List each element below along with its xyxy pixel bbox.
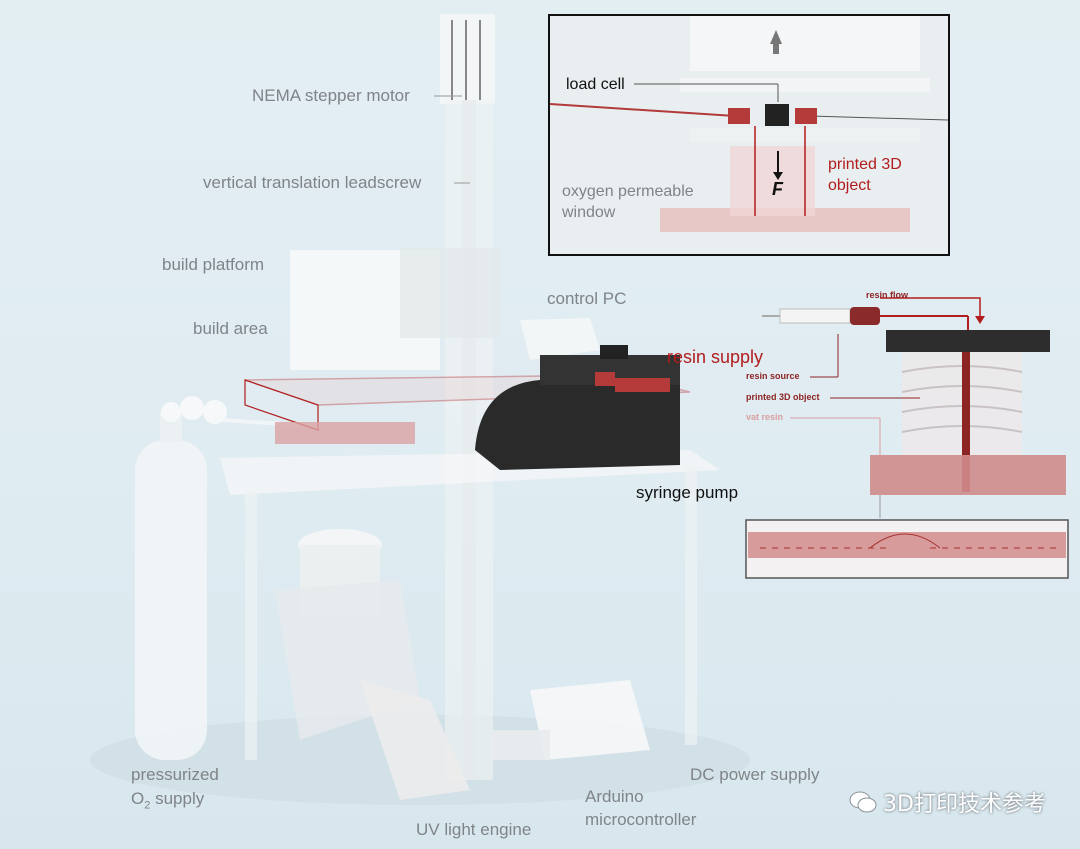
resin-flow-label: resin flow xyxy=(866,290,909,300)
load-cell-inset: load cell printed 3D object oxygen perme… xyxy=(548,14,950,256)
load-cell-illustration xyxy=(550,16,948,232)
control-pc-label: control PC xyxy=(547,289,627,308)
watermark: 3D打印技术参考 xyxy=(849,786,1046,818)
printed-object-label: printed 3D object xyxy=(746,392,820,402)
resin-source-label: resin source xyxy=(746,371,800,381)
o2-tank xyxy=(135,396,301,760)
watermark-text: 3D打印技术参考 xyxy=(883,792,1046,817)
arduino-label-line2: microcontroller xyxy=(585,810,697,829)
load-cell-label: load cell xyxy=(566,76,625,93)
dc-power-supply-label: DC power supply xyxy=(690,765,820,784)
force-label: F xyxy=(772,179,783,199)
oxygen-window-label-line2: window xyxy=(562,204,616,221)
o2-supply-label: O2 supply xyxy=(131,789,205,812)
syringe-pump-shape xyxy=(475,345,680,470)
printed-3d-label-line1: printed 3D xyxy=(828,156,902,173)
printed-3d-label-line2: object xyxy=(828,177,871,194)
leadscrew-label: vertical translation leadscrew xyxy=(203,173,422,192)
arduino-label-line1: Arduino xyxy=(585,787,644,806)
wechat-icon xyxy=(849,791,877,813)
pressurized-label: pressurized xyxy=(131,765,219,784)
build-area-label: build area xyxy=(193,319,268,338)
nema-stepper-motor-label: NEMA stepper motor xyxy=(252,86,410,105)
oxygen-window-label-line1: oxygen permeable xyxy=(562,183,694,200)
build-platform-label: build platform xyxy=(162,255,265,274)
resin-supply-label: resin supply xyxy=(667,347,764,367)
uv-light-engine-label: UV light engine xyxy=(416,820,532,839)
vat-resin-label: vat resin xyxy=(746,412,784,422)
syringe-pump-label: syringe pump xyxy=(636,483,739,502)
